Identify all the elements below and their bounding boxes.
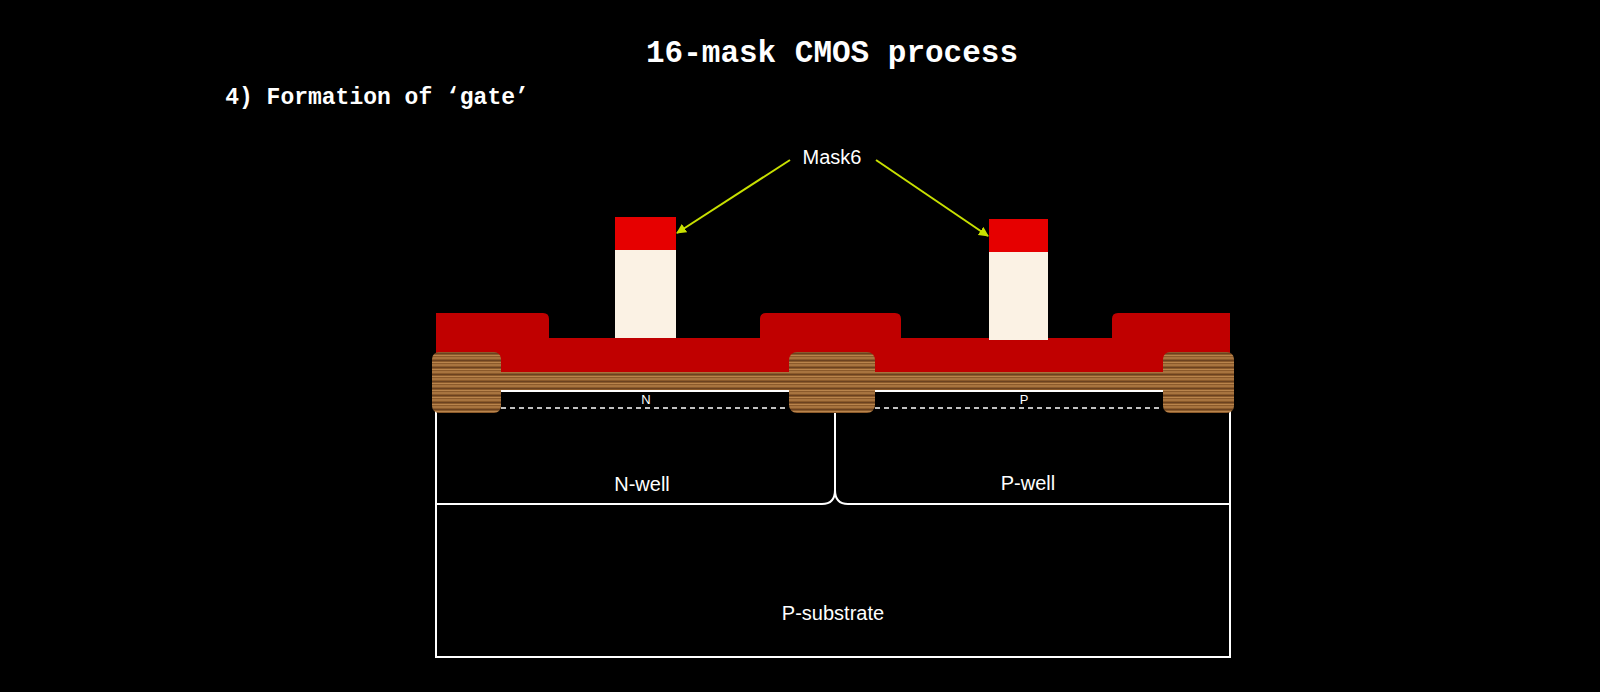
mask6-resist <box>615 217 676 250</box>
step-heading: 4) Formation of ‘gate’ <box>225 86 529 111</box>
field-oxide <box>1163 352 1234 413</box>
substrate-region: P-substrate N-well P-well <box>436 413 1230 657</box>
substrate-outline <box>436 405 1230 657</box>
well-region: P-well <box>835 413 1230 504</box>
well-outline <box>436 410 1230 504</box>
mask-label: Mask6 <box>803 146 862 168</box>
gate-oxide <box>496 372 794 391</box>
channel-boundary <box>875 407 1163 409</box>
poly-gate <box>989 252 1048 340</box>
well-region: N-well <box>436 413 835 504</box>
page-title: 16-mask CMOS process <box>646 37 1018 71</box>
gate-oxide <box>870 372 1168 391</box>
region-label: N-well <box>614 473 670 495</box>
region-label: P-substrate <box>782 602 884 624</box>
field-oxide <box>432 352 501 413</box>
doping-label: N <box>639 393 652 407</box>
poly-gate <box>615 250 676 338</box>
channel-boundary <box>501 407 789 409</box>
leader-arrow <box>677 160 790 233</box>
field-oxide <box>789 352 875 413</box>
active-surface <box>501 390 789 392</box>
region-label: P-well <box>1001 472 1055 494</box>
doping-label: P <box>1018 393 1031 407</box>
leader-arrow <box>876 160 988 236</box>
mask6-resist <box>989 219 1048 252</box>
active-surface <box>875 390 1163 392</box>
